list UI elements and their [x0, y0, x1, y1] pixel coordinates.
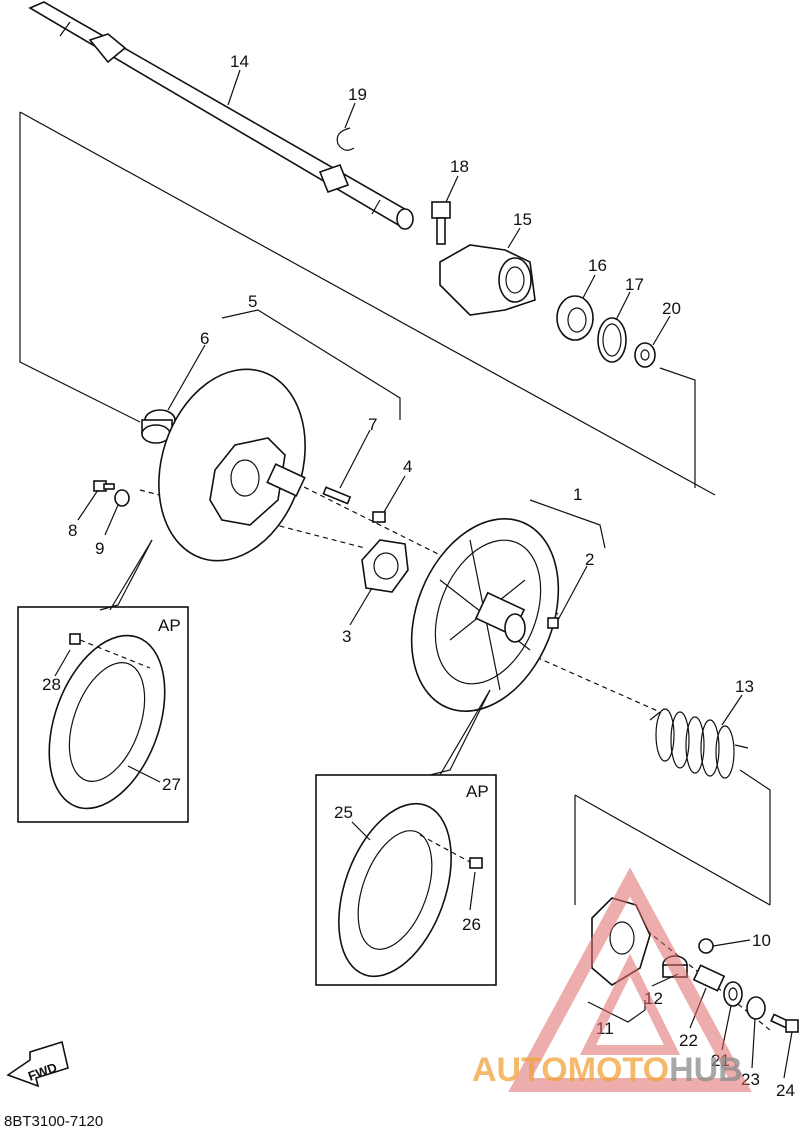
part-25-gasket — [338, 802, 452, 978]
callout-24: 24 — [776, 1081, 795, 1100]
part-3-plate[interactable] — [361, 539, 409, 593]
callout-1: 1 — [573, 485, 582, 504]
part-4-screw[interactable] — [372, 511, 386, 523]
watermark-text: AUTOMOTOHUB — [472, 1051, 743, 1089]
part-10-nut[interactable] — [698, 938, 714, 954]
part-15-bracket[interactable] — [439, 244, 536, 316]
part-9-washer[interactable] — [114, 489, 130, 507]
callout-16: 16 — [588, 256, 607, 275]
inset-connectors — [99, 539, 491, 776]
inset-ap-left-label: AP — [158, 616, 181, 635]
callout-25: 25 — [334, 803, 353, 822]
callout-10: 10 — [752, 931, 771, 950]
callout-17: 17 — [625, 275, 644, 294]
inset-ap-left: AP — [17, 606, 189, 823]
part-1-movable-sheave[interactable] — [384, 497, 585, 733]
callout-2: 2 — [585, 550, 594, 569]
part-24-bolt[interactable] — [770, 1013, 799, 1033]
fwd-arrow-icon: FWD — [6, 1040, 69, 1088]
inset-ap-bottom-label: AP — [466, 782, 489, 801]
callout-8: 8 — [68, 521, 77, 540]
part-5-fixed-sheave[interactable] — [135, 350, 329, 580]
callout-3: 3 — [342, 627, 351, 646]
callout-13: 13 — [735, 677, 754, 696]
part-21-washer[interactable] — [723, 981, 743, 1007]
part-27-gasket — [48, 634, 166, 810]
leader-lines — [54, 69, 793, 1079]
callout-9: 9 — [95, 539, 104, 558]
part-19-clip[interactable] — [336, 127, 355, 151]
callout-20: 20 — [662, 299, 681, 318]
callout-14: 14 — [230, 52, 249, 71]
watermark-part1: AUTOMOTO — [472, 1051, 669, 1089]
part-28-bolt — [69, 633, 81, 645]
part-20-washer[interactable] — [634, 342, 656, 368]
callout-22: 22 — [679, 1031, 698, 1050]
part-23-washer[interactable] — [746, 996, 766, 1020]
part-16-bearing[interactable] — [556, 295, 594, 341]
part-17-circlip[interactable] — [597, 317, 627, 363]
callout-18: 18 — [450, 157, 469, 176]
callout-28: 28 — [42, 675, 61, 694]
part-8-bolt[interactable] — [93, 480, 115, 492]
part-7-pin[interactable] — [322, 486, 352, 505]
callout-4: 4 — [403, 457, 412, 476]
part-14-shaft[interactable] — [28, 1, 414, 230]
part-18-bolt[interactable] — [431, 201, 451, 245]
callout-26: 26 — [462, 915, 481, 934]
part-22-collar[interactable] — [692, 964, 726, 992]
callout-6: 6 — [200, 329, 209, 348]
callout-7: 7 — [368, 415, 377, 434]
watermark: AUTOMOTOHUB — [472, 867, 752, 1092]
part-13-spring[interactable] — [649, 708, 749, 779]
callout-27: 27 — [162, 775, 181, 794]
callouts: 1 2 3 4 5 6 7 8 9 10 11 12 13 14 15 16 1… — [42, 52, 795, 1100]
callout-19: 19 — [348, 85, 367, 104]
inset-ap-bottom: AP — [315, 774, 497, 986]
watermark-triangle-icon — [508, 867, 752, 1092]
part-26-bolt — [469, 857, 483, 869]
part-2-screw[interactable] — [547, 617, 559, 629]
watermark-part2: HUB — [669, 1051, 743, 1089]
part-6-bushing[interactable] — [141, 409, 176, 444]
diagram-code: 8BT3100-7120 — [4, 1113, 103, 1130]
callout-15: 15 — [513, 210, 532, 229]
callout-5: 5 — [248, 292, 257, 311]
